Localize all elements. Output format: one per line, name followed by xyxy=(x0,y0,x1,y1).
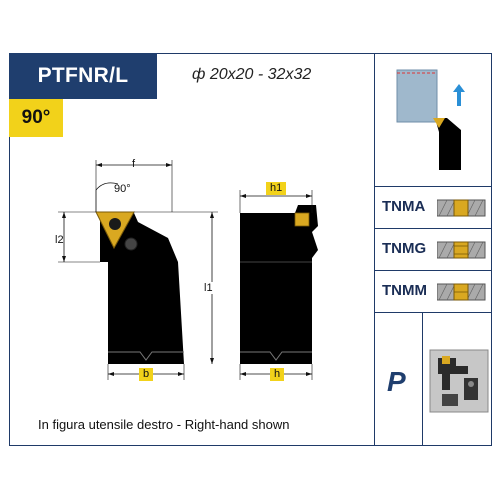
holder-body-side xyxy=(240,205,318,364)
label-angle: 90° xyxy=(114,183,131,195)
product-code-header: PTFNR/L xyxy=(9,53,157,99)
insert-side xyxy=(294,212,310,227)
insert-section-icon xyxy=(437,283,486,301)
material-class: P xyxy=(387,366,406,397)
angle-arc xyxy=(95,182,119,191)
workpiece xyxy=(396,69,438,123)
label-h: h xyxy=(270,368,285,381)
content-frame xyxy=(9,53,492,446)
material-divider xyxy=(422,312,423,446)
clamp-screw xyxy=(124,237,138,251)
sketch-tool xyxy=(435,118,461,170)
angle-badge: 90° xyxy=(9,99,63,137)
top-view xyxy=(58,160,218,380)
material-row xyxy=(375,312,492,446)
insert-row-tnmg: TNMG xyxy=(375,228,492,270)
clamp-system-icon xyxy=(429,349,489,413)
label-l1: l1 xyxy=(204,282,213,294)
break-line-right xyxy=(240,351,312,361)
tool-holder-drawing xyxy=(58,160,318,380)
break-line-left xyxy=(108,351,184,361)
size-range-text: 20x20 - 32x32 xyxy=(209,66,312,83)
label-h1: h1 xyxy=(266,182,287,195)
insert-name: TNMA xyxy=(382,198,426,215)
diameter-symbol: ф xyxy=(192,66,206,83)
column-divider xyxy=(374,53,375,446)
insert-name: TNMG xyxy=(382,240,427,257)
insert-screw xyxy=(109,218,121,230)
label-f: f xyxy=(132,158,136,170)
holder-body-top xyxy=(100,213,184,364)
label-b: b xyxy=(139,368,154,381)
label-l2: l2 xyxy=(55,234,64,246)
size-range: ф 20x20 - 32x32 xyxy=(192,66,311,84)
insert-row-tnma: TNMA xyxy=(375,186,492,228)
insert-section-icon xyxy=(437,241,486,259)
caption: In figura utensile destro - Right-hand s… xyxy=(38,417,290,432)
insert-row-tnmm: TNMM xyxy=(375,270,492,312)
sketch-insert xyxy=(433,118,445,128)
insert-name: TNMM xyxy=(382,282,427,299)
arrow-up-icon xyxy=(453,84,465,106)
insert-section-icon xyxy=(437,199,486,217)
application-sketch xyxy=(396,69,465,170)
side-view xyxy=(239,190,318,380)
